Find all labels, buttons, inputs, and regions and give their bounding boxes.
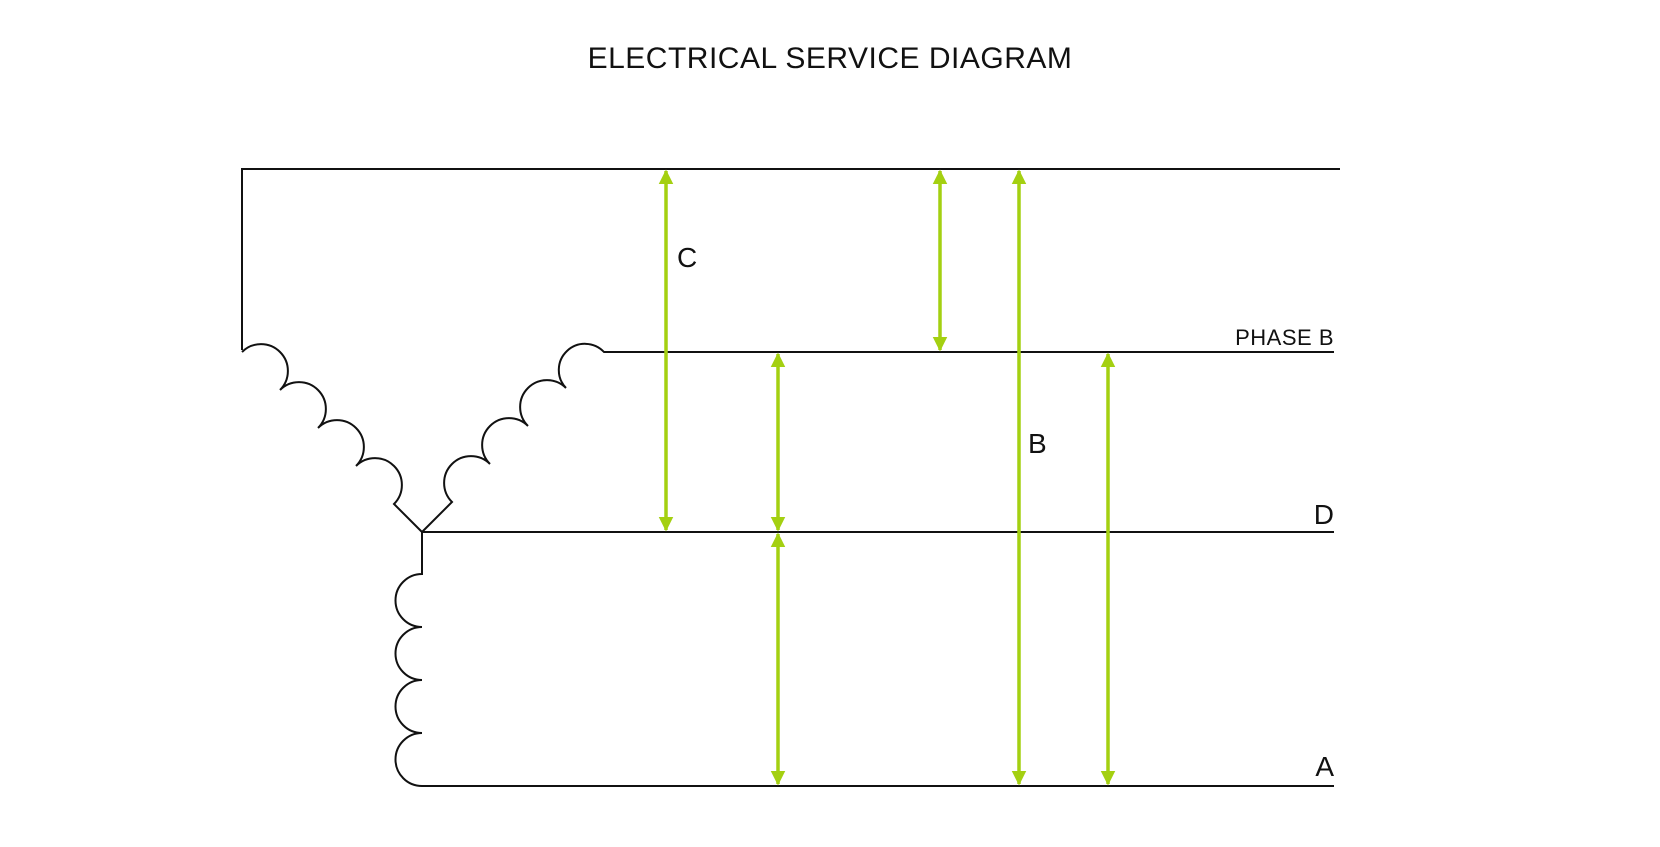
bottom-coil — [394, 532, 1334, 787]
a-label: A — [1315, 751, 1334, 782]
b-label: B — [1028, 428, 1047, 459]
left-coil — [241, 343, 423, 533]
right-coil — [421, 342, 1334, 533]
phase-b-label: PHASE B — [1235, 325, 1334, 350]
diagram-title: ELECTRICAL SERVICE DIAGRAM — [588, 42, 1073, 75]
c-label: C — [677, 242, 697, 273]
top-wire — [241, 168, 1340, 350]
d-label: D — [1314, 499, 1334, 530]
